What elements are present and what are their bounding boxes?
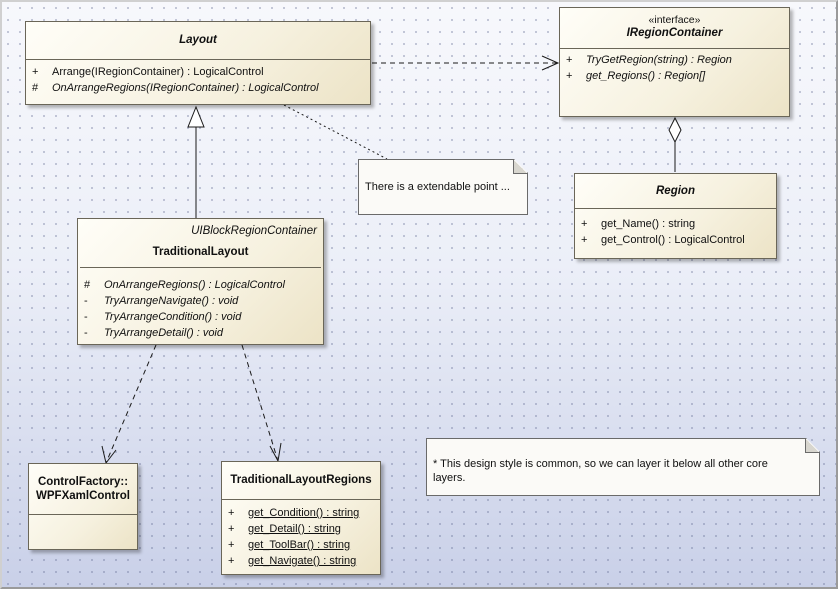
- operation: #OnArrangeRegions() : LogicalControl: [84, 279, 285, 291]
- operation: +get_Condition() : string: [228, 507, 360, 519]
- generalization-arrowhead: [187, 105, 205, 128]
- interface-title: IRegionContainer: [626, 27, 723, 39]
- realization-arrowhead: [541, 55, 560, 71]
- class-traditional-operations: #OnArrangeRegions() : LogicalControl -Tr…: [78, 268, 323, 343]
- operation: +get_Name() : string: [581, 218, 696, 230]
- interface-iregioncontainer[interactable]: «interface» IRegionContainer +TryGetRegi…: [559, 7, 790, 117]
- aggregation-diamond: [668, 116, 682, 144]
- class-control-factory[interactable]: ControlFactory:: WPFXamlControl: [28, 463, 138, 550]
- note-anchor-line: [283, 104, 388, 160]
- dependency-arrowhead-factory: [101, 445, 117, 465]
- interface-operations: +TryGetRegion(string) : Region +get_Regi…: [560, 49, 789, 86]
- operation: +get_Navigate() : string: [228, 555, 357, 567]
- note-fold: [513, 160, 527, 174]
- class-regions-operations: +get_Condition() : string +get_Detail() …: [222, 500, 380, 571]
- class-control-factory-title-line1: ControlFactory::: [37, 476, 129, 488]
- class-stereotype: UIBlockRegionContainer: [191, 225, 317, 237]
- note-text: * This design style is common, so we can…: [433, 458, 768, 484]
- class-region-title: Region: [656, 185, 695, 197]
- operation: -TryArrangeDetail() : void: [84, 327, 223, 339]
- class-region-operations: +get_Name() : string +get_Control() : Lo…: [575, 209, 776, 250]
- operation: +Arrange(IRegionContainer) : LogicalCont…: [32, 66, 264, 78]
- operation: +get_Detail() : string: [228, 523, 341, 535]
- interface-stereotype: «interface»: [648, 14, 701, 26]
- note-text: There is a extendable point ...: [365, 181, 510, 193]
- class-regions-title: TraditionalLayoutRegions: [230, 474, 372, 486]
- class-layout[interactable]: Layout +Arrange(IRegionContainer) : Logi…: [25, 21, 371, 105]
- dependency-line-factory: [105, 344, 157, 464]
- note-extendable-point[interactable]: There is a extendable point ...: [358, 159, 528, 215]
- operation: +TryGetRegion(string) : Region: [566, 54, 732, 66]
- note-fold: [805, 439, 819, 453]
- class-traditional-layout-regions[interactable]: TraditionalLayoutRegions +get_Condition(…: [221, 461, 381, 575]
- class-control-factory-title-line2: WPFXamlControl: [36, 490, 130, 502]
- operation: +get_Control() : LogicalControl: [581, 234, 745, 246]
- class-layout-operations: +Arrange(IRegionContainer) : LogicalCont…: [26, 60, 370, 98]
- dependency-arrowhead-regions: [269, 442, 282, 463]
- operation: -TryArrangeNavigate() : void: [84, 295, 239, 307]
- note-design-style[interactable]: * This design style is common, so we can…: [426, 438, 820, 496]
- operation: +get_ToolBar() : string: [228, 539, 351, 551]
- operation: #OnArrangeRegions(IRegionContainer) : Lo…: [32, 82, 319, 94]
- dependency-line-regions: [241, 344, 279, 462]
- class-traditional-layout[interactable]: UIBlockRegionContainer TraditionalLayout…: [77, 218, 324, 345]
- operation: +get_Regions() : Region[]: [566, 70, 706, 82]
- class-traditional-title: TraditionalLayout: [152, 246, 249, 258]
- operation: -TryArrangeCondition() : void: [84, 311, 242, 323]
- class-layout-title: Layout: [179, 34, 217, 46]
- class-region[interactable]: Region +get_Name() : string +get_Control…: [574, 173, 777, 259]
